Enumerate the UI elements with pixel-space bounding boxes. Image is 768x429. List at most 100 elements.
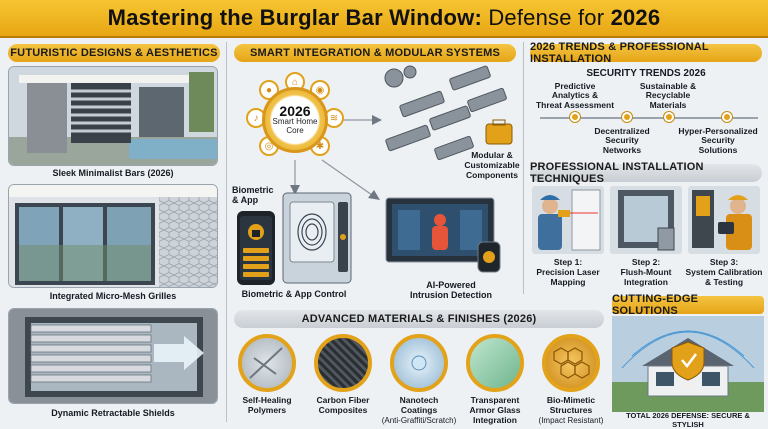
- step-line: System Calibration: [685, 266, 763, 277]
- material-line: Integration: [473, 414, 517, 425]
- material-line: Carbon Fiber: [316, 395, 370, 405]
- carbon-fiber-icon: [314, 334, 372, 392]
- modular-caption: Modular & Customizable Components: [462, 150, 522, 180]
- micro-mesh-caption: Integrated Micro-Mesh Grilles: [49, 291, 177, 301]
- biometric-line: Biometric: [232, 185, 274, 195]
- biometric-label: Biometric & App: [232, 185, 274, 206]
- phone-app-image: [237, 211, 275, 285]
- ai-caption: AI-Powered Intrusion Detection: [396, 280, 506, 301]
- material-caption: Transparent Armor Glass Integration: [455, 395, 535, 425]
- step-line: Integration: [624, 276, 668, 287]
- core-label: Smart Home: [272, 117, 318, 127]
- material-line: Composites: [318, 404, 368, 415]
- ai-detection-image: [385, 197, 501, 273]
- fingerprint-panel-image: [282, 192, 352, 284]
- material-line: Coatings: [400, 404, 438, 415]
- material-sub: (Impact Resistant): [538, 415, 604, 425]
- biometric-caption: Biometric & App Control: [241, 289, 347, 299]
- trend-line: Materials: [649, 99, 687, 110]
- ai-line: Intrusion Detection: [409, 290, 492, 301]
- core-label: Core: [286, 126, 304, 135]
- minimalist-bars-caption: Sleek Minimalist Bars (2026): [52, 168, 174, 178]
- cutting-edge-header: CUTTING-EDGE SOLUTIONS: [612, 293, 764, 317]
- trend-line: Recyclable: [645, 90, 691, 101]
- trend-dot: [622, 112, 632, 122]
- material-line: Structures: [549, 404, 593, 415]
- retractable-shields-image: [8, 308, 218, 404]
- trend-item: Hyper-Personalized Security Solutions: [672, 126, 764, 155]
- trend-line: Networks: [602, 144, 642, 155]
- right-panel-header: 2026 TRENDS & PROFESSIONAL INSTALLATION: [530, 41, 762, 65]
- core-year: 2026: [279, 103, 311, 120]
- trend-line: Threat Assessment: [535, 99, 615, 110]
- trend-timeline: [540, 117, 758, 119]
- modular-line: Customizable: [464, 159, 520, 170]
- divider: [523, 42, 524, 294]
- material-line: Bio-Mimetic: [546, 395, 596, 405]
- material-line: Nanotech: [399, 395, 439, 405]
- middle-panel-header: SMART INTEGRATION & MODULAR SYSTEMS: [234, 44, 516, 62]
- flush-mount-image: [610, 186, 682, 254]
- trend-line: Decentralized: [594, 126, 650, 136]
- material-caption: Bio-Mimetic Structures (Impact Resistant…: [531, 395, 611, 425]
- trend-dot: [570, 112, 580, 122]
- material-caption: Carbon Fiber Composites: [303, 395, 383, 416]
- calibration-image: [688, 186, 760, 254]
- trend-line: Solutions: [698, 144, 738, 155]
- ai-line: AI-Powered: [426, 280, 476, 290]
- trend-item: Decentralized Security Networks: [582, 126, 662, 155]
- trend-line: Security: [605, 135, 639, 146]
- step-line: Flush-Mount: [620, 266, 672, 277]
- cutting-edge-caption: TOTAL 2026 DEFENSE: SECURE & STYLISH: [626, 411, 750, 429]
- modular-line: Components: [466, 169, 518, 180]
- step-line: Step 1:: [553, 257, 583, 267]
- biometric-line: & App: [232, 195, 259, 206]
- smart-home-core: 2026 Smart Home Core: [262, 87, 328, 153]
- trend-line: Analytics &: [551, 90, 599, 101]
- trend-item: Predictive Analytics & Threat Assessment: [530, 81, 620, 110]
- laser-mapping-image: [532, 186, 604, 254]
- modular-line: Modular &: [471, 150, 513, 160]
- trend-line: Sustainable &: [639, 81, 697, 91]
- minimalist-bars-image: [8, 66, 218, 166]
- title-bar: Mastering the Burglar Bar Window: Defens…: [0, 0, 768, 38]
- material-caption: Self-Healing Polymers: [227, 395, 307, 416]
- trend-line: Security: [701, 135, 735, 146]
- title-part: Defense for: [488, 5, 611, 30]
- nanotech-coating-icon: [390, 334, 448, 392]
- material-line: Armor Glass: [469, 404, 521, 415]
- trend-dot: [664, 112, 674, 122]
- title-part: Mastering the Burglar Bar Window:: [107, 5, 489, 30]
- install-header: PROFESSIONAL INSTALLATION TECHNIQUES: [530, 161, 762, 185]
- material-line: Polymers: [247, 404, 287, 415]
- self-healing-icon: [238, 334, 296, 392]
- trend-item: Sustainable & Recyclable Materials: [628, 81, 708, 110]
- trend-line: Hyper-Personalized: [678, 126, 758, 136]
- armor-glass-icon: [466, 334, 524, 392]
- materials-header: ADVANCED MATERIALS & FINISHES (2026): [234, 310, 604, 328]
- bell-node-icon: ♪: [246, 108, 266, 128]
- retractable-shields-caption: Dynamic Retractable Shields: [51, 408, 175, 418]
- material-sub: (Anti-Graffiti/Scratch): [381, 415, 457, 425]
- title-year: 2026: [610, 5, 661, 30]
- left-panel-header: FUTURISTIC DESIGNS & AESTHETICS: [8, 44, 220, 62]
- trend-dot: [722, 112, 732, 122]
- step-line: Precision Laser: [536, 266, 600, 277]
- step-line: & Testing: [704, 276, 744, 287]
- install-step: Step 3: System Calibration & Testing: [684, 257, 764, 287]
- material-caption: Nanotech Coatings (Anti-Graffiti/Scratch…: [379, 395, 459, 425]
- divider: [226, 42, 227, 422]
- modular-components-image: [384, 65, 513, 161]
- step-line: Step 2:: [631, 257, 661, 267]
- trend-line: Predictive: [554, 81, 596, 91]
- install-step: Step 2: Flush-Mount Integration: [610, 257, 682, 287]
- material-line: Self-Healing: [242, 395, 292, 405]
- step-line: Mapping: [550, 276, 586, 287]
- material-line: Transparent: [470, 395, 520, 405]
- secure-home-image: [612, 316, 764, 412]
- micro-mesh-image: [8, 184, 218, 288]
- trends-title: SECURITY TRENDS 2026: [586, 68, 706, 79]
- install-step: Step 1: Precision Laser Mapping: [532, 257, 604, 287]
- page-title: Mastering the Burglar Bar Window: Defens…: [108, 5, 661, 31]
- bio-mimetic-icon: [542, 334, 600, 392]
